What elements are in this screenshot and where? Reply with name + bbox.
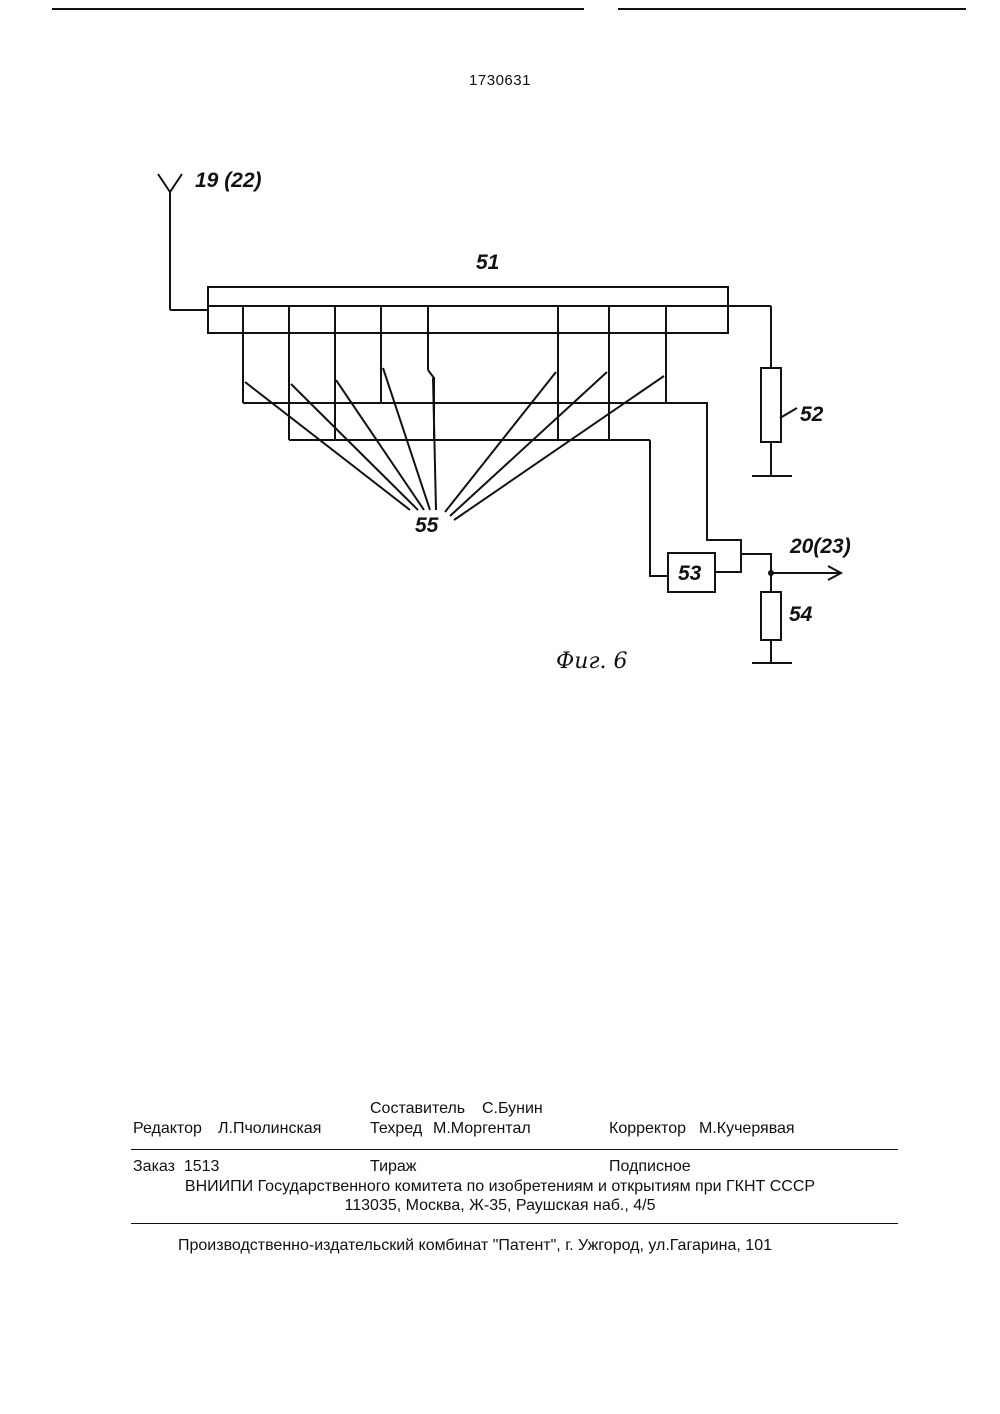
compiler-name: С.Бунин bbox=[482, 1100, 543, 1118]
taps bbox=[243, 306, 666, 440]
summing-buses bbox=[243, 403, 741, 576]
label-54: 54 bbox=[789, 603, 813, 626]
circulation: Тираж bbox=[370, 1158, 417, 1176]
leader-lines-55 bbox=[245, 368, 664, 520]
techred-name: М.Моргентал bbox=[433, 1120, 531, 1138]
resistor-52 bbox=[752, 306, 797, 476]
address-line: 113035, Москва, Ж-35, Раушская наб., 4/5 bbox=[0, 1197, 1000, 1215]
techred-label: Техред bbox=[370, 1120, 422, 1138]
antenna-symbol bbox=[158, 174, 208, 310]
editor-label: Редактор bbox=[133, 1120, 202, 1138]
publisher-line: Производственно-издательский комбинат "П… bbox=[178, 1237, 772, 1255]
corrector-name: М.Кучерявая bbox=[699, 1120, 795, 1138]
delay-line-51 bbox=[208, 287, 728, 333]
imprint-rule-1 bbox=[131, 1149, 898, 1150]
imprint-rule-2 bbox=[131, 1223, 898, 1224]
label-52: 52 bbox=[800, 403, 824, 426]
figure-caption: Фиг. 6 bbox=[556, 649, 628, 674]
compiler-label: Составитель bbox=[370, 1100, 465, 1118]
org-line: ВНИИПИ Государственного комитета по изоб… bbox=[0, 1178, 1000, 1196]
label-output: 20(23) bbox=[789, 535, 851, 558]
order-number: Заказ 1513 bbox=[133, 1158, 219, 1176]
subscription: Подписное bbox=[609, 1158, 691, 1176]
editor-name: Л.Пчолинская bbox=[218, 1120, 321, 1138]
label-55: 55 bbox=[415, 514, 439, 537]
label-51: 51 bbox=[476, 251, 499, 274]
label-53: 53 bbox=[678, 562, 702, 585]
label-antenna: 19 (22) bbox=[195, 169, 262, 192]
corrector-label: Корректор bbox=[609, 1120, 686, 1138]
resistor-54 bbox=[752, 573, 792, 663]
